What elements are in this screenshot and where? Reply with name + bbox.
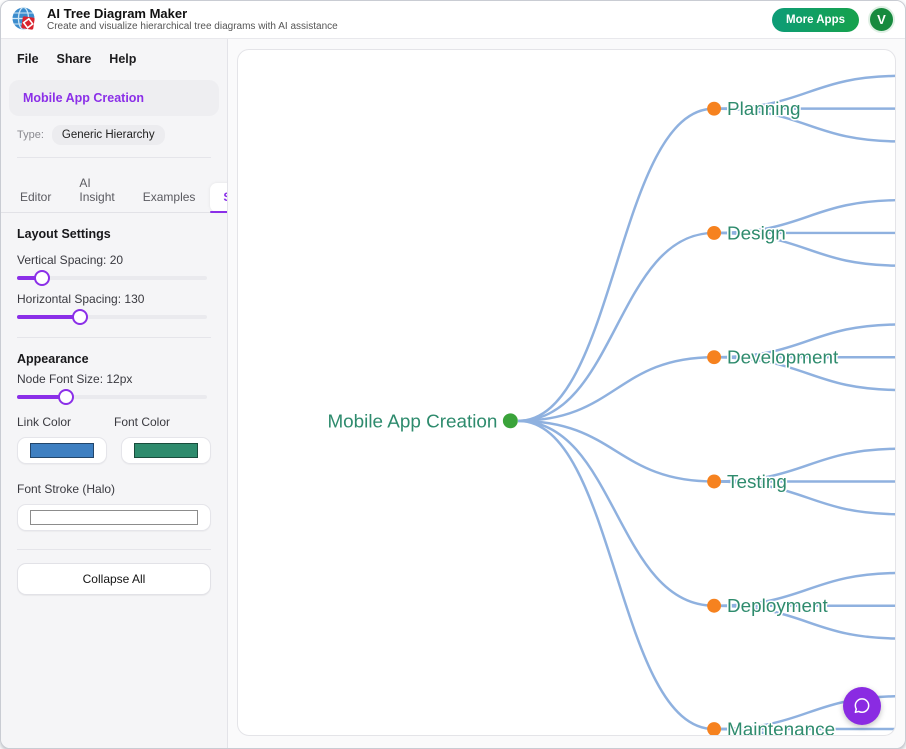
tree-node-label[interactable]: Design bbox=[726, 222, 788, 246]
slider-thumb[interactable] bbox=[33, 270, 50, 286]
link-color-label: Link Color bbox=[17, 415, 72, 429]
tree-link bbox=[518, 231, 715, 423]
tab-ai-insight[interactable]: AI Insight bbox=[79, 176, 115, 204]
speech-bubble-icon bbox=[854, 698, 870, 714]
tree-node-dot[interactable] bbox=[707, 101, 722, 116]
slider-fill bbox=[17, 315, 80, 319]
tree-link bbox=[714, 571, 895, 607]
link-color-picker[interactable] bbox=[17, 437, 107, 464]
horizontal-spacing-slider[interactable] bbox=[17, 309, 207, 325]
tree-node-dot[interactable] bbox=[707, 598, 722, 613]
vertical-spacing-control: Vertical Spacing: 20 bbox=[17, 253, 211, 286]
tree-node-label[interactable]: Testing bbox=[726, 470, 789, 494]
settings-panel: Layout Settings Vertical Spacing: 20 Hor… bbox=[1, 213, 227, 609]
menu-bar: File Share Help bbox=[1, 39, 227, 74]
color-labels-row: Link Color Font Color bbox=[17, 415, 211, 429]
slider-thumb[interactable] bbox=[58, 389, 75, 405]
type-label: Type: bbox=[17, 129, 44, 141]
app-title-block: AI Tree Diagram Maker Create and visuali… bbox=[47, 6, 338, 33]
tree-link bbox=[714, 604, 895, 640]
tree-node-dot[interactable] bbox=[707, 350, 722, 365]
content-area: File Share Help Mobile App Creation Type… bbox=[1, 39, 905, 748]
font-stroke-label: Font Stroke (Halo) bbox=[17, 482, 116, 496]
font-stroke-picker[interactable] bbox=[17, 504, 211, 531]
slider-thumb[interactable] bbox=[71, 309, 88, 325]
tree-root-label[interactable]: Mobile App Creation bbox=[326, 410, 499, 434]
tree-link bbox=[714, 199, 895, 235]
horizontal-spacing-control: Horizontal Spacing: 130 bbox=[17, 292, 211, 325]
tree-node-label[interactable]: Development bbox=[726, 346, 841, 370]
vertical-spacing-slider[interactable] bbox=[17, 270, 207, 286]
tree-node-dot[interactable] bbox=[707, 474, 722, 489]
divider bbox=[17, 337, 211, 338]
tree-node-label[interactable]: Planning bbox=[726, 98, 802, 122]
font-color-picker[interactable] bbox=[121, 437, 211, 464]
user-avatar[interactable]: V bbox=[868, 6, 895, 33]
chat-assistant-button[interactable] bbox=[843, 687, 881, 725]
tree-diagram: PlanningDesignDevelopmentTestingDeployme… bbox=[326, 74, 895, 735]
tree-node-dot[interactable] bbox=[707, 225, 722, 240]
tree-root-dot[interactable] bbox=[502, 413, 518, 429]
font-stroke-swatch bbox=[30, 510, 198, 525]
font-stroke-row bbox=[17, 504, 211, 531]
document-type-row: Type: Generic Hierarchy bbox=[1, 116, 227, 145]
tree-link bbox=[714, 107, 895, 143]
app-logo-icon bbox=[11, 6, 38, 33]
layout-settings-heading: Layout Settings bbox=[17, 227, 111, 241]
node-font-size-label: Node Font Size: 12px bbox=[17, 372, 133, 386]
slider-fill bbox=[17, 395, 67, 399]
divider bbox=[17, 549, 211, 550]
font-color-swatch bbox=[134, 443, 198, 458]
tree-link bbox=[518, 107, 715, 423]
more-apps-button[interactable]: More Apps bbox=[772, 7, 859, 32]
app-subtitle: Create and visualize hierarchical tree d… bbox=[47, 21, 338, 32]
divider bbox=[17, 157, 211, 158]
horizontal-spacing-label: Horizontal Spacing: 130 bbox=[17, 292, 145, 306]
tree-link bbox=[714, 355, 895, 392]
sidebar: File Share Help Mobile App Creation Type… bbox=[1, 39, 228, 748]
app-title: AI Tree Diagram Maker bbox=[47, 6, 188, 21]
appearance-heading: Appearance bbox=[17, 352, 89, 366]
vertical-spacing-label: Vertical Spacing: 20 bbox=[17, 253, 124, 267]
node-font-size-slider[interactable] bbox=[17, 389, 207, 405]
tree-node-dot[interactable] bbox=[707, 722, 722, 735]
tree-link bbox=[714, 323, 895, 359]
color-swatches-row bbox=[17, 437, 211, 464]
tree-link bbox=[714, 447, 895, 483]
collapse-all-button[interactable]: Collapse All bbox=[17, 563, 211, 595]
tree-link bbox=[714, 727, 779, 735]
menu-help[interactable]: Help bbox=[109, 52, 137, 66]
node-font-size-control: Node Font Size: 12px bbox=[17, 372, 211, 405]
font-color-label: Font Color bbox=[114, 415, 171, 429]
tree-link bbox=[518, 355, 715, 423]
tree-link bbox=[714, 480, 895, 516]
tree-node-label[interactable]: Deployment bbox=[726, 595, 830, 619]
menu-share[interactable]: Share bbox=[56, 52, 92, 66]
document-title: Mobile App Creation bbox=[23, 91, 145, 105]
tab-settings[interactable]: Settings bbox=[210, 183, 227, 213]
type-value-pill: Generic Hierarchy bbox=[51, 125, 165, 145]
tab-examples[interactable]: Examples bbox=[142, 190, 196, 204]
document-title-box[interactable]: Mobile App Creation bbox=[9, 80, 219, 116]
tree-node-label[interactable]: Maintenance bbox=[726, 718, 837, 735]
tab-bar: Editor AI Insight Examples Settings bbox=[1, 169, 227, 213]
tree-link bbox=[518, 419, 715, 483]
slider-fill bbox=[17, 276, 42, 280]
app-header: AI Tree Diagram Maker Create and visuali… bbox=[1, 1, 905, 39]
menu-file[interactable]: File bbox=[17, 52, 39, 66]
tree-link bbox=[714, 231, 895, 267]
tree-link bbox=[518, 419, 715, 607]
tree-link bbox=[518, 419, 715, 731]
tab-editor[interactable]: Editor bbox=[20, 190, 52, 204]
link-color-swatch bbox=[30, 443, 94, 458]
tree-link bbox=[714, 74, 895, 110]
